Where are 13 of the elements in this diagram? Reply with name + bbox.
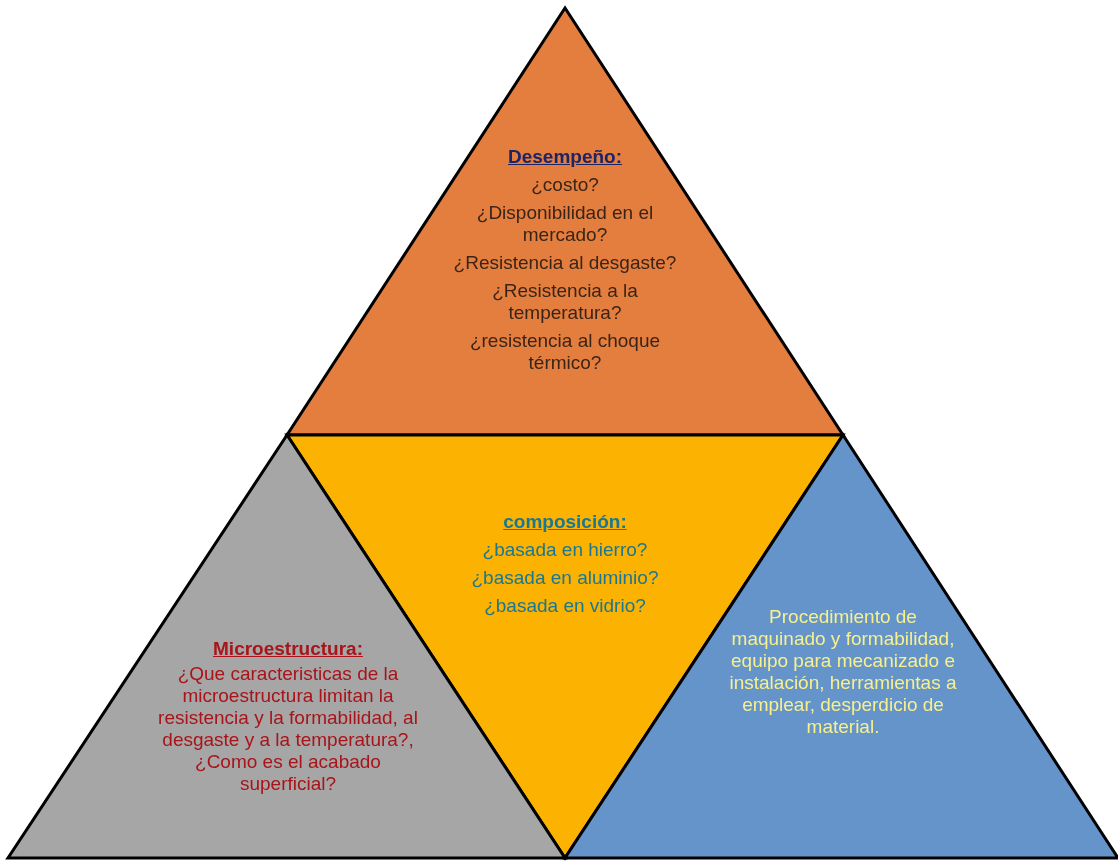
heading: Microestructura: bbox=[213, 638, 363, 660]
question-text: ¿Resistencia a la temperatura? bbox=[491, 280, 639, 324]
question-text: ¿Disponibilidad en el mercado? bbox=[475, 202, 655, 246]
question-text: ¿resistencia al choque térmico? bbox=[468, 330, 662, 374]
question-text: ¿costo? bbox=[531, 174, 599, 196]
question-text: Procedimiento de maquinado y formabilidad, equipo para mecanizado e instalación, herramientas a emplear, desperdicio de material. bbox=[728, 606, 958, 738]
question-text: ¿Resistencia al desgaste? bbox=[453, 252, 677, 274]
heading: Desempeño: bbox=[508, 146, 622, 168]
question-text: ¿basada en aluminio? bbox=[471, 567, 659, 589]
question-text: ¿Que caracteristicas de la microestructura limitan la resistencia y la formabilidad, al desgaste y a la temperatura?, ¿Como es el acabado superficial? bbox=[157, 663, 419, 795]
question-text: ¿basada en hierro? bbox=[482, 539, 648, 561]
heading: composición: bbox=[503, 511, 627, 533]
question-text: ¿basada en vidrio? bbox=[484, 595, 646, 617]
